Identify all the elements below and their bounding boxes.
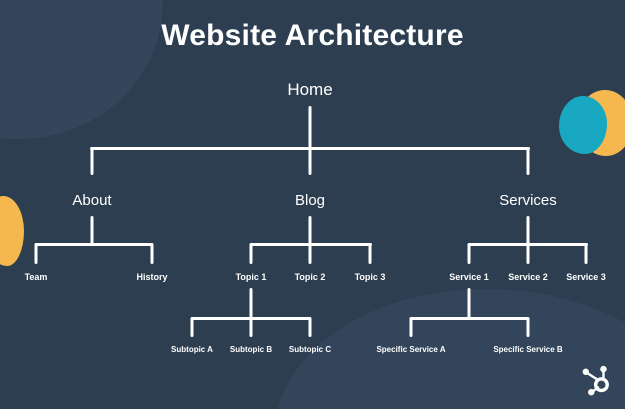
connector-drop-subtopic-b (249, 317, 253, 337)
node-specific-service-b: Specific Service B (493, 345, 563, 354)
connector-drop-service2 (526, 243, 530, 264)
connector-drop-blog (308, 147, 312, 175)
connector-drop-subtopic-a (190, 317, 194, 337)
node-about: About (72, 192, 112, 209)
connector-drop-topic3 (368, 243, 372, 264)
node-blog: Blog (294, 192, 326, 209)
accent-blob-left-orange (0, 196, 24, 266)
connector-drop-topic2 (308, 243, 312, 264)
connector-drop-service3 (584, 243, 588, 264)
node-home: Home (287, 80, 333, 99)
connector-drop-specific-service-b (526, 317, 530, 337)
node-history: History (136, 272, 168, 282)
connector-drop-subtopic-c (308, 317, 312, 337)
node-subtopic-b: Subtopic B (229, 345, 273, 354)
node-service-1: Service 1 (449, 272, 489, 282)
connector-service1-bus (410, 317, 529, 320)
accent-blob-right-teal (559, 96, 607, 154)
connector-drop-team (34, 243, 38, 264)
node-specific-service-a: Specific Service A (376, 345, 446, 354)
hubspot-sprocket-logo (582, 365, 609, 396)
connector-drop-specific-service-a (409, 317, 413, 337)
connector-drop-services (526, 147, 530, 175)
node-subtopic-a: Subtopic A (171, 345, 213, 354)
page-title: Website Architecture (161, 19, 464, 52)
connector-services-stem (526, 216, 530, 244)
connector-about-stem (90, 216, 94, 244)
node-team: Team (24, 272, 48, 282)
node-subtopic-c: Subtopic C (288, 345, 332, 354)
connector-home-stem (308, 106, 312, 148)
connector-about-bus (35, 243, 153, 246)
connector-service1-stem (467, 288, 471, 318)
connector-drop-history (150, 243, 154, 264)
node-topic-1: Topic 1 (235, 272, 267, 282)
connector-drop-about (90, 147, 94, 175)
node-service-3: Service 3 (566, 272, 606, 282)
node-service-2: Service 2 (508, 272, 548, 282)
connector-drop-topic1 (249, 243, 253, 264)
node-services: Services (499, 192, 557, 209)
connector-drop-service1 (467, 243, 471, 264)
node-topic-3: Topic 3 (354, 272, 386, 282)
node-topic-2: Topic 2 (294, 272, 326, 282)
accent-blob-right-orange (577, 90, 625, 156)
connector-blog-stem (308, 216, 312, 244)
connector-topic1-stem (249, 288, 253, 318)
